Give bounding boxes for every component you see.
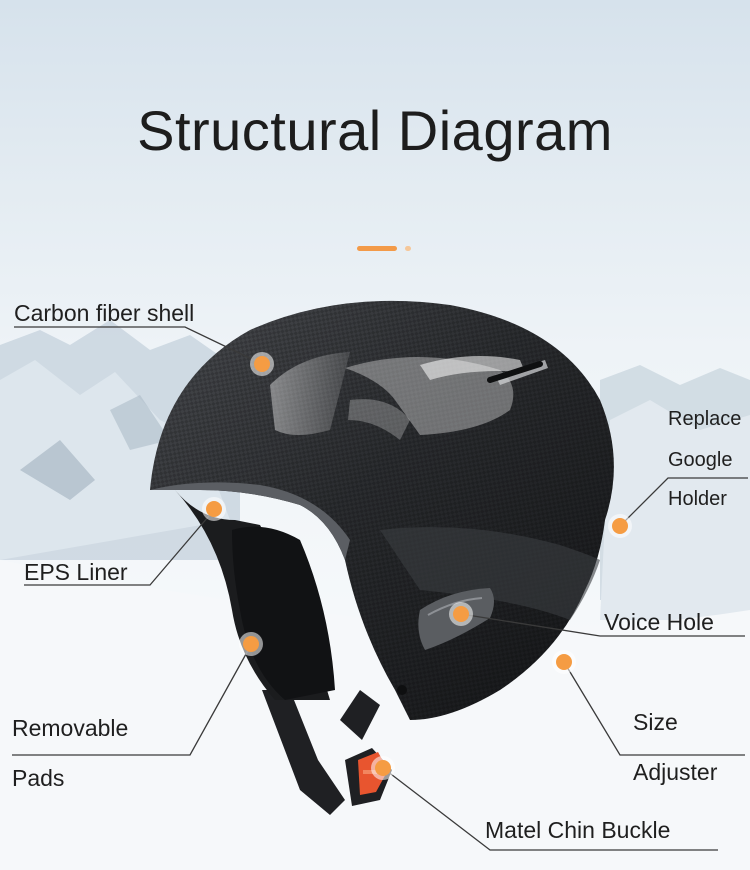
- callout-dot-size-adjuster: [556, 654, 572, 670]
- callout-dot-eps-liner: [206, 501, 222, 517]
- callout-dot-voice-hole: [453, 606, 469, 622]
- label-eps-liner: EPS Liner: [24, 559, 128, 585]
- leader-carbon-fiber-shell: [14, 326, 263, 365]
- chin-strap: [262, 690, 345, 815]
- page-title: Structural Diagram: [137, 99, 613, 162]
- removable-pads-shape: [232, 526, 335, 700]
- label-matel-chin-buckle: Matel Chin Buckle: [485, 817, 671, 843]
- callout-dot-replace-google-holder: [612, 518, 628, 534]
- leader-voice-hole: [460, 613, 745, 637]
- accent-dot: [405, 246, 411, 251]
- label-voice-hole: Voice Hole: [604, 609, 714, 635]
- leader-eps-liner: [24, 509, 215, 586]
- label-adjuster: Adjuster: [633, 759, 718, 785]
- label-holder: Holder: [668, 488, 727, 510]
- leader-replace-google-holder: [619, 477, 748, 527]
- label-replace: Replace: [668, 408, 742, 430]
- leader-size-adjuster: [563, 661, 745, 756]
- label-carbon-fiber-shell: Carbon fiber shell: [14, 300, 195, 326]
- callout-dot-removable-pads: [243, 636, 259, 652]
- leader-chin-buckle: [382, 767, 718, 851]
- mountain-snow-left: [0, 360, 230, 560]
- accent-dash: [357, 246, 397, 251]
- label-size: Size: [633, 709, 678, 735]
- label-google: Google: [668, 449, 733, 471]
- label-removable: Removable: [12, 715, 129, 741]
- callout-dot-carbon-fiber-shell: [254, 356, 270, 372]
- leader-removable-pads: [12, 644, 252, 756]
- label-pads: Pads: [12, 765, 65, 791]
- callout-dot-chin-buckle: [375, 760, 391, 776]
